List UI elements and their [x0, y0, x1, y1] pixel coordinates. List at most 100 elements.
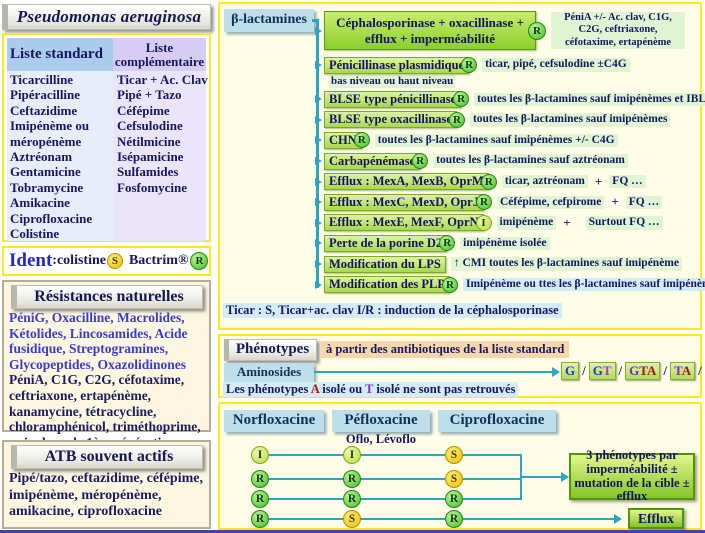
beta-lactamines-panel: β-lactamines Céphalosporinase + oxacilli… [218, 2, 705, 330]
active-antibiotics-header: ATB souvent actifs [10, 445, 203, 469]
mechanism-row: Modification des PLP R Imipénème ou ttes… [315, 274, 705, 295]
antibiotic-lists-box: Liste standard Liste complémentaire Tica… [2, 33, 211, 242]
slide-bottom-border [0, 530, 705, 533]
list-item: Ceftazidime [10, 102, 78, 118]
mechanism-row: Céphalosporinase + oxacillinase + efflux… [315, 6, 701, 55]
oflo-levoflo-label: Oflo, Lévoflo [345, 432, 417, 446]
phenotype-line [260, 478, 522, 481]
separator: / [663, 363, 668, 378]
mechanism-label: Perte de la porine D2 [324, 234, 448, 252]
phenotype-letter: G [592, 363, 603, 378]
arrow-right-icon [315, 239, 322, 248]
plus-sign: + [611, 194, 619, 210]
phenotypes-panel: Phénotypes à partir des antibiotiques de… [218, 334, 705, 398]
phenotype-line [260, 454, 522, 457]
note-letter-t: T [365, 382, 374, 396]
mechanism-row: CHN R toutes les β-lactamines sauf imipé… [315, 130, 701, 151]
mechanism-note: ticar, pipé, cefsulodine ±C4G [482, 58, 630, 72]
mechanism-note: PéniA +/- Ac. clav, C1G, C2G, ceftriaxon… [551, 11, 685, 50]
page-title: Pseudomonas aeruginosa [2, 4, 211, 30]
mechanism-label: Efflux : MexE, MexF, OprN [324, 214, 484, 232]
ident-label: Ident [9, 250, 53, 271]
plus-sign: + [563, 214, 571, 230]
r-badge: R [475, 194, 492, 211]
natural-resistances-box: Résistances naturelles PéniG, Oxacilline… [2, 280, 211, 450]
list-item: Pipé + Tazo [117, 87, 182, 103]
cephalosporinase-footnote: Ticar : S, Ticar+ac. clav I/R : inductio… [223, 303, 562, 318]
note-text: isolé ou [319, 382, 366, 396]
tree-trunk-line [316, 19, 319, 288]
r-badge: R [453, 91, 470, 108]
mechanism-subnote: bas niveau ou haut niveau [329, 75, 456, 88]
separator: / [618, 363, 623, 378]
list-item: Céfépime [117, 102, 170, 118]
mechanism-label: BLSE type oxacillinase [324, 111, 457, 129]
mechanism-label: Carbapénémase [324, 152, 421, 170]
arrow-right-icon [315, 115, 322, 124]
separator: / [698, 363, 702, 378]
list-item: Pipéracilline [10, 87, 81, 103]
phenotype-line [260, 498, 522, 501]
efflux-box: Efflux [628, 508, 684, 529]
arrow-right-icon [315, 260, 322, 269]
arrowhead-icon [552, 367, 560, 377]
three-phenotypes-box: 3 phénotypes par imperméabilité ± mutati… [569, 448, 695, 503]
mechanism-label: Pénicillinase plasmidique [324, 56, 470, 74]
list-item: Amikacine [10, 195, 70, 211]
phenotype-letter: T [674, 363, 682, 378]
phenotypes-note: Les phénotypes A isolé ou T isolé ne son… [223, 382, 519, 397]
list-item: Imipénème ou [10, 118, 90, 134]
colistine-label: colistine [56, 253, 106, 268]
r-badge: R [412, 153, 429, 170]
mechanism-note: ticar, aztréonam [501, 174, 588, 189]
arrow-right-icon [315, 177, 322, 186]
phenotype-letter: A [647, 363, 657, 378]
ident-colon: : [52, 253, 57, 268]
arrow-line [520, 476, 562, 479]
beta-lactamines-header: β-lactamines [224, 9, 314, 32]
susceptibility-badge: I [343, 446, 361, 464]
susceptibility-badge: R [343, 470, 361, 488]
complementary-list-header: Liste complémentaire [113, 38, 206, 71]
list-item: Fosfomycine [117, 179, 188, 195]
mechanism-row: Efflux : MexC, MexD, OprJ R Céfépime, ce… [315, 192, 701, 213]
arrowhead-icon [561, 472, 569, 482]
list-item: Ciprofloxacine [10, 210, 93, 226]
mechanism-note: toutes les β-lactamines sauf imipénèmes [469, 113, 671, 127]
mechanism-note: Céfépime, cefpirome [496, 195, 605, 210]
mechanism-note: toutes les β-lactamines sauf imipénèmes … [374, 133, 618, 148]
susceptibility-badge: R [251, 490, 269, 508]
phenotype-badge: G [561, 362, 580, 380]
colistine-s-badge: S [106, 253, 123, 269]
mechanism-label: CHN [324, 131, 362, 149]
mechanism-note-2: Surtout FQ … [585, 216, 663, 230]
arrow-right-icon [315, 95, 322, 104]
standard-list: Ticarcilline Pipéracilline Ceftazidime I… [7, 71, 113, 242]
arrow-right-icon [315, 218, 322, 227]
standard-list-header: Liste standard [7, 38, 113, 71]
susceptibility-badge: I [251, 446, 269, 464]
list-item: méropénème [10, 133, 82, 149]
phenotypes-header: Phénotypes [224, 339, 317, 361]
mechanism-row: BLSE type oxacillinase R toutes les β-la… [315, 110, 701, 131]
mechanism-label: Efflux : MexA, MexB, OprM [324, 173, 489, 191]
ident-strip: Ident : colistine S Bactrim® R [2, 246, 211, 276]
susceptibility-badge: S [445, 470, 463, 488]
active-antibiotics-box: ATB souvent actifs Pipé/tazo, ceftazidim… [2, 440, 211, 529]
r-badge: R [448, 111, 465, 128]
list-item: Isépamicine [117, 149, 184, 165]
resistance-group-1: PéniG, Oxacilline, Macrolides, Kétolides… [9, 310, 188, 372]
mechanism-label: Céphalosporinase + oxacillinase + efflux… [324, 11, 536, 50]
phenotype-badge: TA [670, 362, 696, 380]
arrow-right-icon [315, 198, 322, 207]
mechanism-row: BLSE type pénicillinase R toutes les β-l… [315, 89, 705, 110]
list-item: Cefsulodine [117, 118, 183, 134]
phenotype-letter: T [602, 363, 612, 378]
phenotype-badge: GTA [625, 362, 661, 380]
note-text: Les phénotypes [226, 382, 311, 396]
mechanism-note: ↑ CMI toutes les β-lactamines sauf imipé… [450, 257, 682, 271]
plus-sign: + [594, 173, 603, 189]
note-letter-a: A [310, 382, 320, 396]
bactrim-r-badge: R [190, 252, 209, 270]
arrow-right-icon [315, 157, 322, 166]
